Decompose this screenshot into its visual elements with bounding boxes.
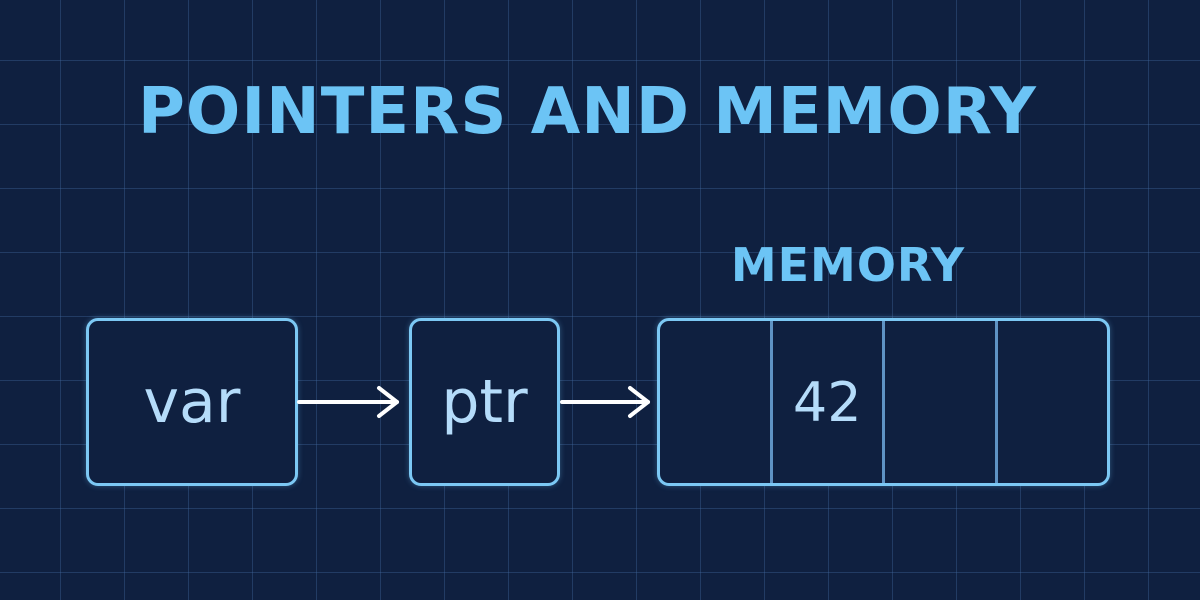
memory-label: MEMORY bbox=[730, 238, 966, 292]
ptr-to-memory-arrow-icon bbox=[560, 386, 650, 418]
memory-cell bbox=[660, 321, 770, 483]
var-box: var bbox=[86, 318, 298, 486]
var-to-ptr-arrow-icon bbox=[297, 386, 399, 418]
var-label: var bbox=[143, 367, 241, 437]
memory-cell bbox=[882, 321, 995, 483]
page-title: POINTERS AND MEMORY bbox=[138, 75, 1037, 149]
ptr-label: ptr bbox=[441, 367, 528, 437]
memory-cell bbox=[994, 321, 1108, 483]
ptr-box: ptr bbox=[409, 318, 560, 486]
memory-block: 42 bbox=[657, 318, 1110, 486]
memory-cell-value: 42 bbox=[769, 321, 883, 483]
